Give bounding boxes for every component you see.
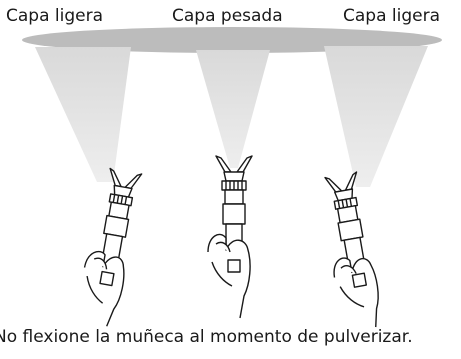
label-heavy-coat: Capa pesada [172,6,283,26]
spray-fan-left [35,47,131,182]
spray-gun-right [324,171,379,328]
spray-fan-middle [196,50,270,168]
spray-fan-right [324,46,428,187]
spray-gun-middle [207,155,253,319]
label-light-coat-right: Capa ligera [343,6,441,26]
spray-gun-left [83,167,143,327]
label-light-coat-left: Capa ligera [6,6,104,26]
caption: No flexione la muñeca al momento de pulv… [0,327,413,347]
